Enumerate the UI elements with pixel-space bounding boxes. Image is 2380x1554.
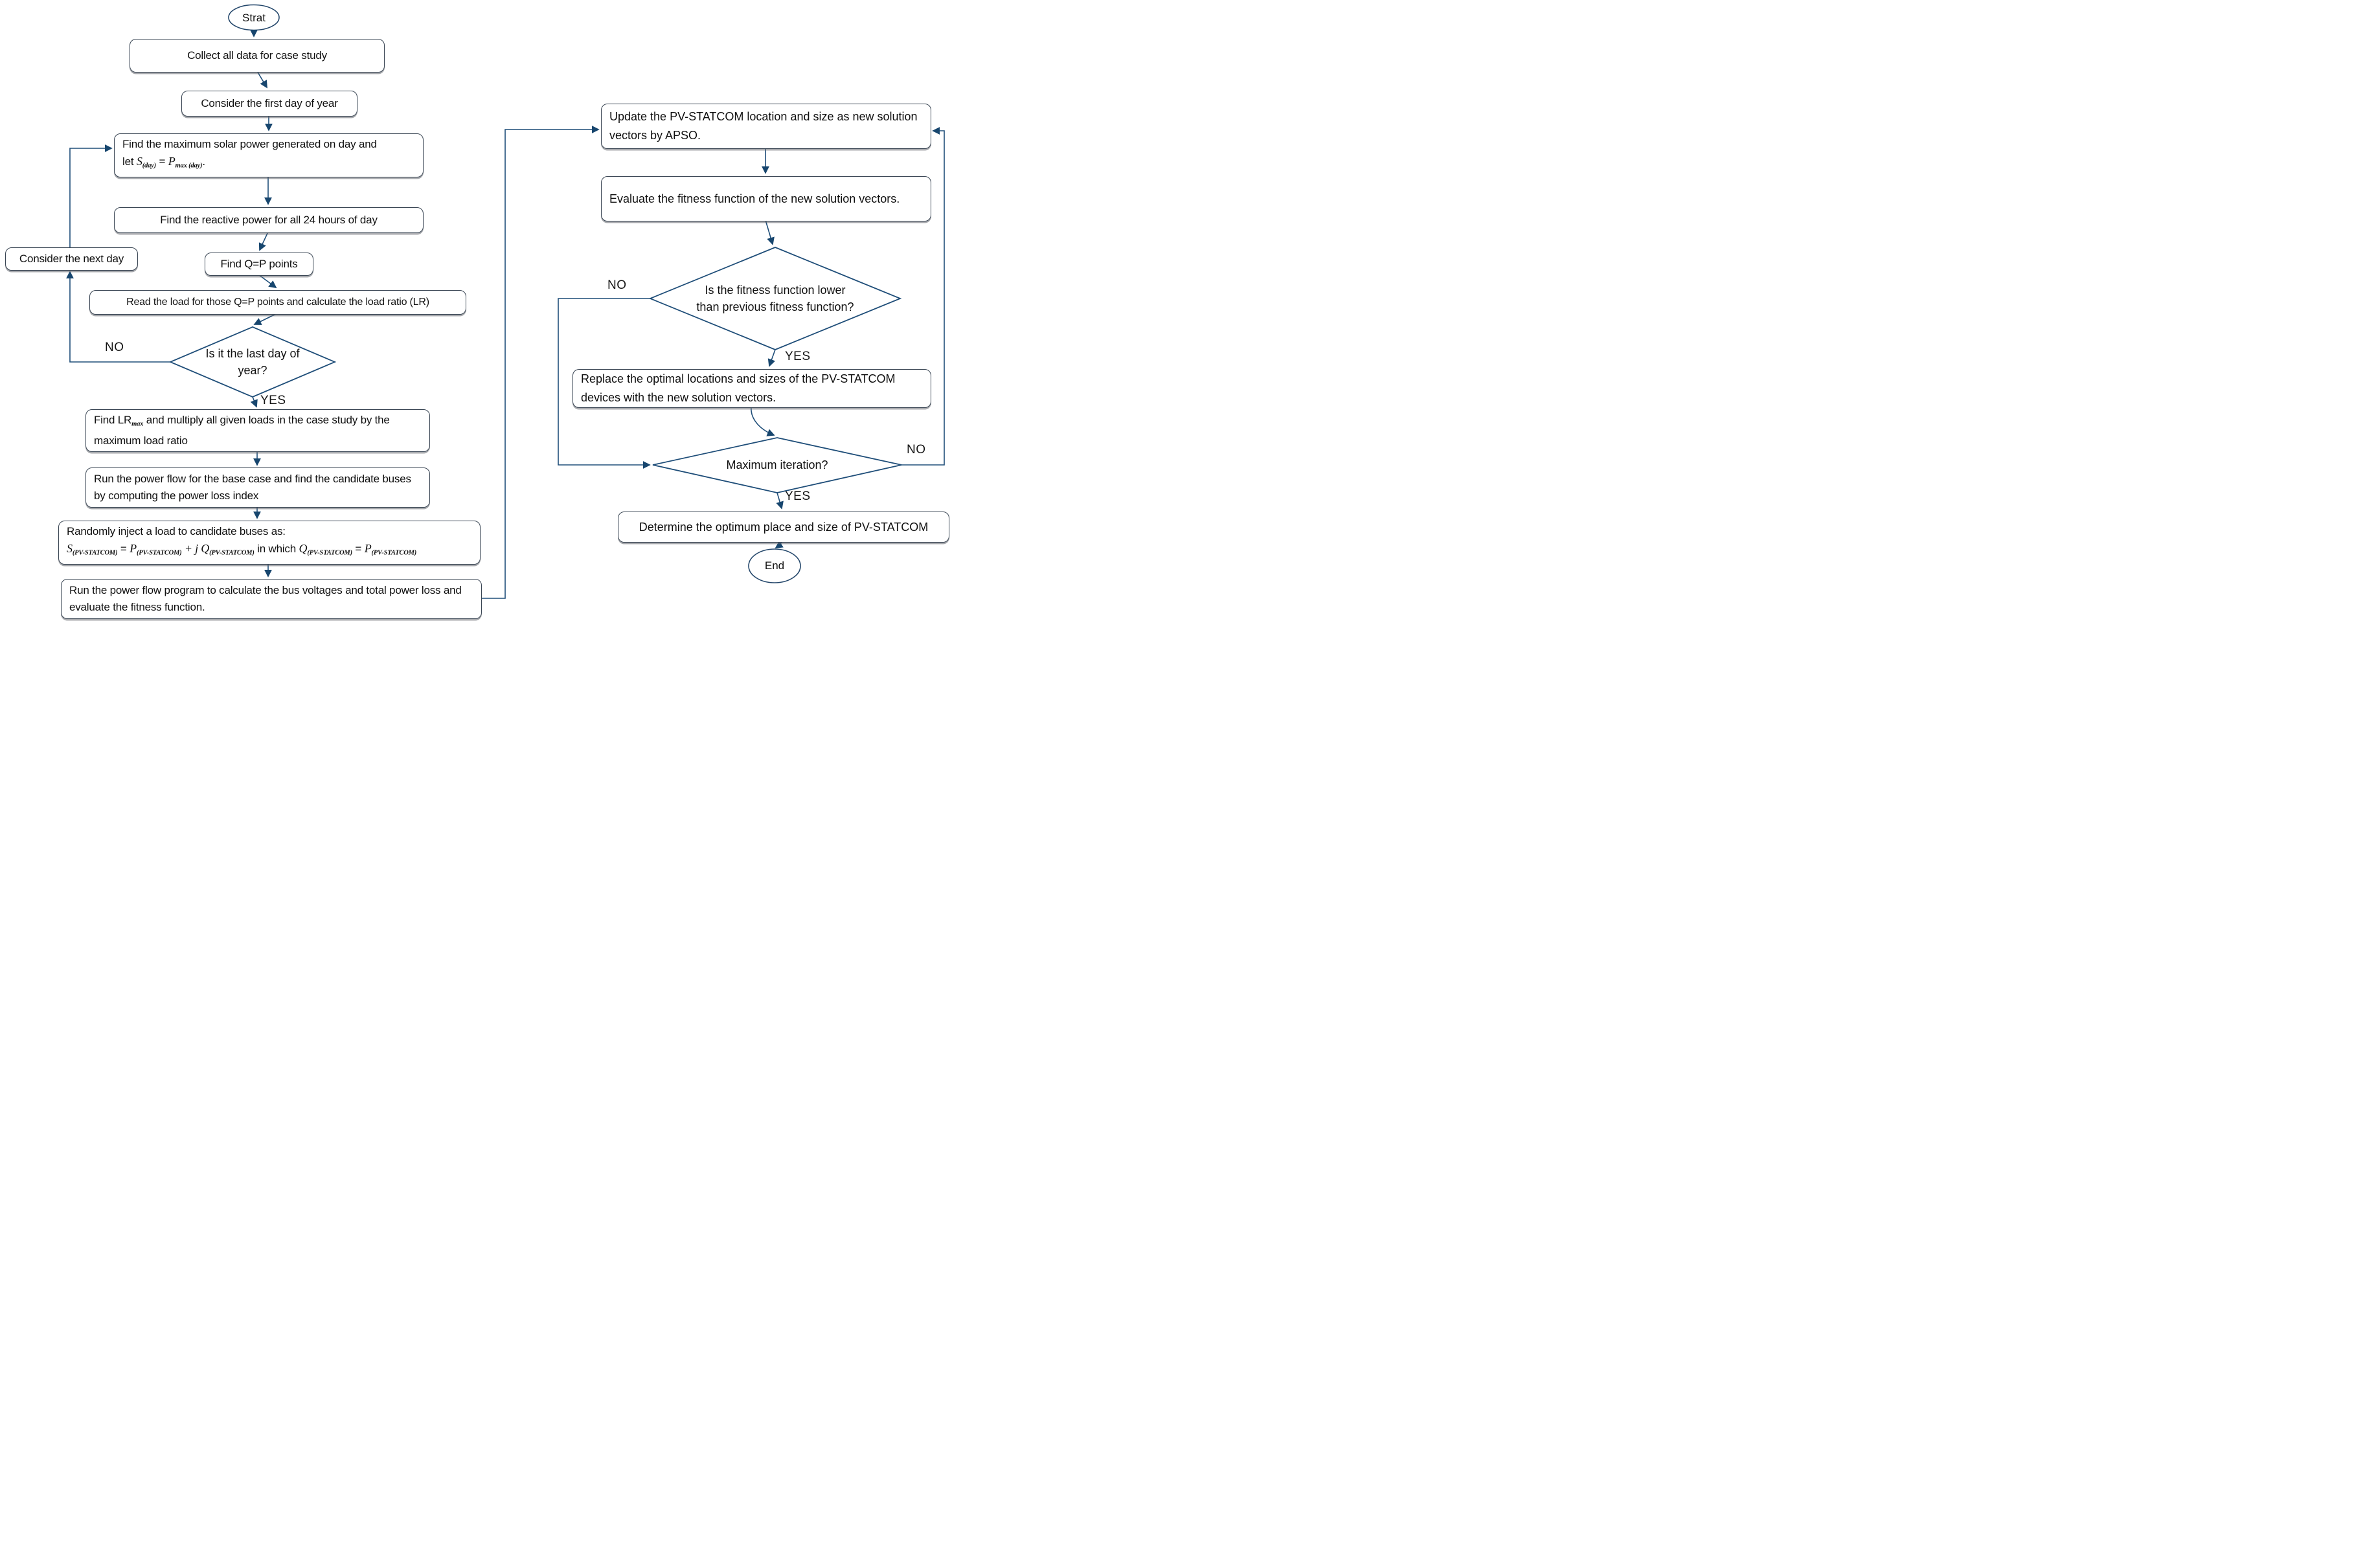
sub-day: (day) bbox=[142, 162, 156, 170]
random-inject-line1: Randomly inject a load to candidate buse… bbox=[67, 525, 286, 538]
sub-pv-statcom: (PV-STATCOM) bbox=[209, 549, 255, 557]
node-power-flow-fitness: Run the power flow program to calculate … bbox=[61, 579, 482, 619]
decision-fitness-label: Is the fitness function lower than previ… bbox=[696, 284, 854, 313]
node-label: Determine the optimum place and size of … bbox=[639, 520, 929, 534]
node-collect-data: Collect all data for case study bbox=[130, 39, 385, 73]
decision-last-day-label: Is it the last day of year? bbox=[205, 347, 300, 377]
var-s: S bbox=[136, 155, 142, 168]
sub-pv-statcom: (PV-STATCOM) bbox=[307, 549, 352, 557]
node-label: Consider the first day of year bbox=[201, 97, 338, 109]
node-label: Find Q=P points bbox=[220, 258, 298, 270]
sub-max-day: max (day) bbox=[175, 162, 203, 170]
node-read-load: Read the load for those Q=P points and c… bbox=[89, 290, 466, 315]
label-yes-max-iteration: YES bbox=[785, 490, 811, 503]
var-p: P bbox=[168, 155, 176, 168]
label-yes-last-day: YES bbox=[260, 394, 286, 407]
node-consider-next-day: Consider the next day bbox=[5, 247, 138, 271]
node-replace-optimal: Replace the optimal locations and sizes … bbox=[572, 369, 931, 408]
node-label: Update the PV-STATCOM location and size … bbox=[609, 110, 918, 142]
connector-collect-firstday bbox=[256, 71, 267, 89]
node-label: Collect all data for case study bbox=[187, 49, 327, 62]
connector-readload-decision bbox=[253, 313, 278, 325]
var-q: Q bbox=[201, 542, 210, 556]
node-label: Read the load for those Q=P points and c… bbox=[126, 297, 429, 308]
node-label: Run the power flow program to calculate … bbox=[69, 584, 462, 613]
node-evaluate-fitness: Evaluate the fitness function of the new… bbox=[601, 176, 931, 221]
connector-reactive-findqp bbox=[258, 231, 269, 251]
connector-yes-to-lrmax bbox=[250, 396, 258, 408]
equals: = bbox=[155, 155, 168, 168]
node-label: Find LRmax and multiply all given loads … bbox=[86, 410, 429, 452]
connector-maxiter-yes-determine bbox=[776, 492, 784, 510]
connector-layer bbox=[66, 4, 945, 599]
node-update-apso: Update the PV-STATCOM location and size … bbox=[601, 104, 931, 149]
connector-evaluate-fitness bbox=[765, 220, 775, 245]
plus-j: + j bbox=[181, 542, 201, 556]
node-reactive-power: Find the reactive power for all 24 hours… bbox=[114, 207, 424, 233]
node-label: Randomly inject a load to candidate buse… bbox=[59, 521, 480, 564]
node-label: Find the reactive power for all 24 hours… bbox=[160, 214, 378, 226]
equals: = bbox=[117, 543, 130, 556]
connector-replace-maxiter bbox=[751, 406, 775, 436]
node-label: Consider the next day bbox=[19, 253, 124, 265]
start-label: Strat bbox=[242, 11, 266, 24]
node-determine-optimum: Determine the optimum place and size of … bbox=[618, 512, 949, 543]
var-s: S bbox=[67, 542, 73, 556]
decision-max-iteration-label: Maximum iteration? bbox=[726, 458, 828, 471]
end-label: End bbox=[764, 559, 785, 572]
find-max-line1: Find the maximum solar power generated o… bbox=[122, 138, 377, 151]
connector-fitness-yes-replace bbox=[767, 349, 776, 367]
period: . bbox=[202, 155, 205, 168]
find-lr-rest: and multiply all given loads in the case… bbox=[94, 413, 390, 447]
label-no-fitness: NO bbox=[607, 278, 627, 292]
end-oval bbox=[748, 548, 801, 583]
in-which: in which bbox=[254, 543, 299, 556]
node-label: Run the power flow for the base case and… bbox=[94, 473, 411, 502]
equals: = bbox=[352, 543, 365, 556]
find-lr-prefix: Find LR bbox=[94, 413, 132, 426]
connector-fitness-no-maxiter bbox=[558, 298, 651, 469]
node-find-qp-points: Find Q=P points bbox=[205, 253, 313, 276]
connector-nextday-to-findmax bbox=[69, 144, 113, 247]
connector-program-to-update bbox=[481, 126, 600, 599]
node-find-max-solar: Find the maximum solar power generated o… bbox=[114, 133, 424, 177]
flowchart-canvas: Strat End Collect all data for case stud… bbox=[0, 0, 952, 622]
sub-pv-statcom: (PV-STATCOM) bbox=[136, 549, 182, 557]
node-base-case-power-flow: Run the power flow for the base case and… bbox=[85, 467, 430, 508]
label-no-max-iteration: NO bbox=[907, 443, 926, 456]
connector-findqp-readload bbox=[258, 274, 277, 289]
connector-no-loop-to-nextday bbox=[66, 271, 170, 363]
node-label: Replace the optimal locations and sizes … bbox=[581, 372, 896, 404]
node-random-injection: Randomly inject a load to candidate buse… bbox=[58, 521, 481, 565]
connector-maxiter-no-update bbox=[901, 127, 945, 466]
label-yes-fitness: YES bbox=[785, 350, 811, 363]
sub-max: max bbox=[131, 420, 144, 428]
label-no-last-day: NO bbox=[105, 341, 124, 354]
let-word: let bbox=[122, 155, 137, 168]
sub-pv-statcom: (PV-STATCOM) bbox=[72, 549, 118, 557]
node-label: Evaluate the fitness function of the new… bbox=[609, 192, 900, 205]
var-p: P bbox=[130, 542, 137, 556]
node-first-day: Consider the first day of year bbox=[181, 91, 357, 117]
node-find-lrmax: Find LRmax and multiply all given loads … bbox=[85, 409, 430, 452]
sub-pv-statcom: (PV-STATCOM) bbox=[371, 549, 417, 557]
var-p: P bbox=[364, 542, 372, 556]
var-q: Q bbox=[299, 542, 308, 556]
node-label: Find the maximum solar power generated o… bbox=[115, 134, 423, 177]
